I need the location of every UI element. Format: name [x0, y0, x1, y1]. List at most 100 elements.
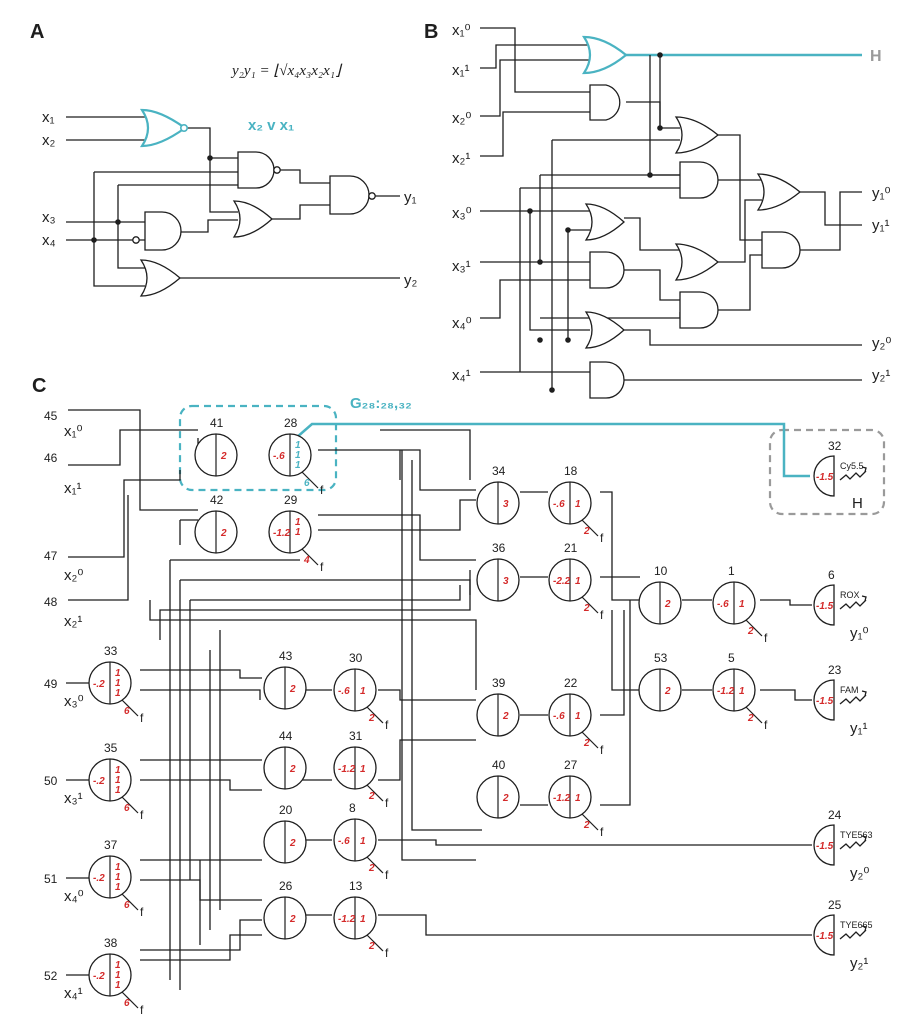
arrow-head-icon	[861, 835, 867, 842]
gate-id: 8	[349, 801, 356, 815]
gate-34: 34 3	[476, 464, 520, 525]
gate-id: 26	[279, 879, 293, 893]
or-gate-b10	[756, 173, 802, 211]
and-gate-b9	[589, 361, 625, 399]
gate-weights: 1	[739, 686, 745, 697]
gate-36: 363	[476, 541, 520, 602]
gate-id: 37	[104, 838, 118, 852]
gate-id: 28	[284, 416, 298, 430]
arrow-head-icon	[861, 595, 867, 602]
input-x2-0: x₂⁰	[452, 110, 471, 127]
gate-threshold: -.2	[93, 776, 105, 787]
gate-output-leg	[121, 796, 139, 814]
fluorescence-zigzag-icon	[839, 839, 867, 850]
input-num-46: 46	[44, 451, 58, 465]
reporter-threshold: -1.5	[816, 472, 834, 483]
gate-id: 27	[564, 758, 578, 772]
gate-weights: 1	[360, 686, 366, 697]
gate-output-leg	[366, 856, 384, 874]
input-x4-0: x₄⁰	[452, 315, 472, 332]
gate-output-leg	[745, 619, 763, 637]
gate-weights: 1	[575, 576, 581, 587]
gate-53: 532	[638, 651, 682, 712]
gate-40: 402	[476, 758, 520, 819]
reporters: 32-1.5Cy5.56-1.5ROXy₁⁰23-1.5FAMy₁¹24-1.5…	[813, 439, 873, 972]
gate-id: 42	[210, 493, 224, 507]
formula: y₂y₁ = ⌊√x₄x₃x₂x₁⌋	[230, 63, 343, 79]
or-gate-b2	[674, 116, 720, 154]
reporter-id: 24	[828, 808, 842, 822]
reporter-half-circle	[813, 584, 835, 626]
gate-threshold: -.6	[338, 836, 350, 847]
gate-id: 21	[564, 541, 578, 555]
reporter-dye: TYE665	[840, 920, 873, 930]
gate-weights: 2	[289, 764, 296, 775]
gate-weights: 2	[289, 684, 296, 695]
gate-43: 432	[263, 649, 307, 710]
gate-39: 392	[476, 676, 520, 737]
input-num-52: 52	[44, 969, 58, 983]
arrow-head-icon	[861, 925, 867, 932]
gate-weights: 2	[220, 451, 227, 462]
gate-20: 20 2	[263, 803, 307, 864]
gate-threshold: -.6	[717, 599, 729, 610]
gate-fanout: 4	[303, 555, 310, 566]
gate-10: 102	[638, 564, 682, 625]
reporter-id: 25	[828, 898, 842, 912]
gate-fanout: 6	[124, 900, 130, 911]
or-gate-b4	[584, 203, 625, 241]
gate-output-leg	[581, 731, 599, 749]
gate-threshold: -1.2	[717, 686, 735, 697]
gate-fanout: 2	[368, 941, 375, 952]
gate-26: 262	[263, 879, 307, 940]
reporter-threshold: -1.5	[816, 841, 834, 852]
f-label: f	[764, 718, 768, 732]
gate-fanout: 6	[124, 998, 130, 1009]
output-y2: y₂	[404, 272, 418, 289]
and-gate-b7	[679, 291, 719, 329]
f-label: f	[320, 483, 324, 497]
reporter-id: 32	[828, 439, 842, 453]
gate-output-leg	[121, 699, 139, 717]
reporter-label: y₁⁰	[850, 625, 869, 642]
gate-fanout: 2	[747, 713, 754, 724]
output-y1: y₁	[404, 189, 417, 206]
gate-weights: 1	[575, 793, 581, 804]
panel-a: A y₂y₁ = ⌊√x₄x₃x₂x₁⌋ x₂ v x₁ x₁ x₂ x₃ x₄…	[30, 21, 418, 297]
gate-weights: 3	[503, 499, 509, 510]
gate-weights: 2	[664, 686, 671, 697]
fluorescence-zigzag-icon	[839, 929, 867, 940]
gate-threshold: -.6	[553, 711, 565, 722]
input-num-50: 50	[44, 774, 58, 788]
f-label: f	[764, 631, 768, 645]
f-label: f	[600, 531, 604, 545]
input-label-x2-0: x₂⁰	[64, 567, 83, 584]
gate-weights: 2	[289, 838, 296, 849]
gate-output-leg	[581, 813, 599, 831]
input-x4-1: x₄¹	[452, 367, 471, 384]
gate-output-leg	[366, 784, 384, 802]
or-gate-b8	[584, 311, 625, 349]
reporter-label: y₂¹	[850, 955, 868, 972]
gate-weights: 1	[360, 836, 366, 847]
and-gate-b3	[679, 161, 719, 199]
reporter-id: 6	[828, 568, 835, 582]
gate-id: 40	[492, 758, 506, 772]
gate-id: 20	[279, 803, 293, 817]
gate-fanout: 2	[583, 526, 590, 537]
gate-id: 34	[492, 464, 506, 478]
gate-id: 36	[492, 541, 506, 555]
wiring	[66, 409, 812, 990]
